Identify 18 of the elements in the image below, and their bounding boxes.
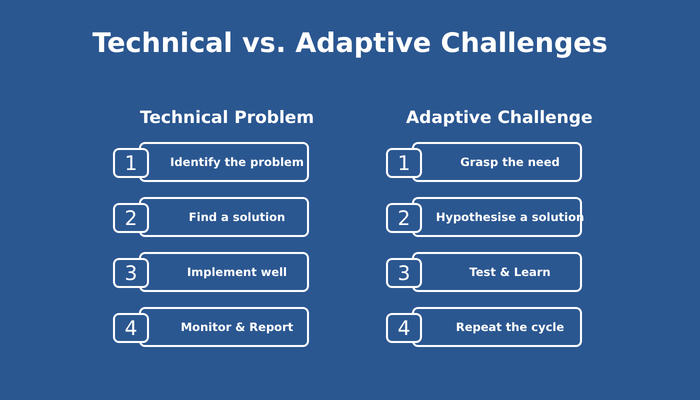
column-heading: Adaptive Challenge (406, 108, 592, 128)
step-number-box: 3 (113, 258, 149, 288)
step-box: Monitor & Report (139, 307, 309, 347)
step-box: Grasp the need (412, 142, 582, 182)
title: Technical vs. Adaptive Challenges (91, 28, 609, 59)
step-number-box: 2 (386, 203, 422, 233)
step-box: Repeat the cycle (412, 307, 582, 347)
step-box: Test & Learn (412, 252, 582, 292)
step-box: Identify the problem (139, 142, 309, 182)
step-number-box: 3 (386, 258, 422, 288)
step-number-box: 1 (386, 148, 422, 178)
step-number-box: 1 (113, 148, 149, 178)
step-number-box: 2 (113, 203, 149, 233)
column-heading: Technical Problem (140, 108, 314, 128)
step-number-box: 4 (113, 313, 149, 343)
step-box: Implement well (139, 252, 309, 292)
step-box: Find a solution (139, 197, 309, 237)
step-number-box: 4 (386, 313, 422, 343)
